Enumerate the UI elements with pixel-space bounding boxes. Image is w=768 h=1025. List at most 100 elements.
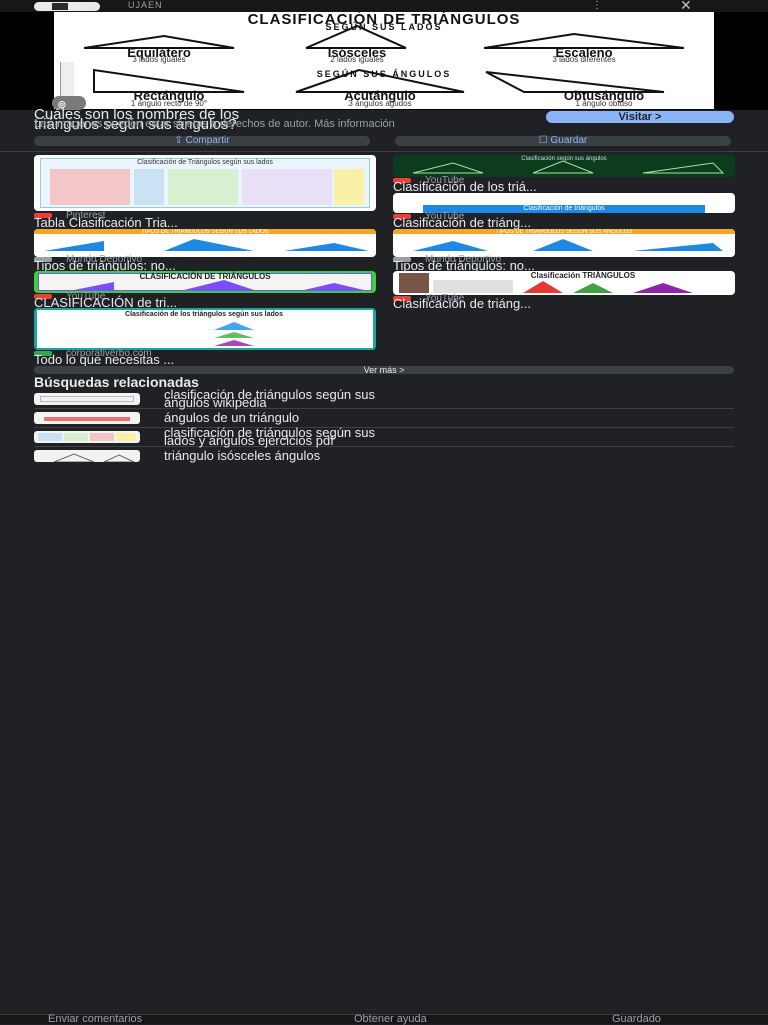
source-label: YouTube [425, 293, 465, 304]
result-source-8[interactable]: corporativerbo.com [34, 348, 152, 359]
source-label: Mundo Deportivo [66, 254, 143, 265]
result-title-6[interactable]: CLASIFICACIÓN de tri... [34, 295, 178, 310]
source-label: Pinterest [66, 210, 106, 221]
more-vert-icon[interactable]: ⋮ [592, 0, 602, 11]
thumb-5-caption: TIPOS DE TRIÁNGULOS SEGÚN SUS ÁNGULOS [495, 229, 633, 235]
desc-rectangulo: 1 ángulo recto de 90° [130, 99, 208, 108]
result-source-5[interactable]: Mundo Deportivo [393, 255, 501, 265]
send-feedback-link[interactable]: Enviar comentarios [48, 1013, 143, 1025]
label-obtusangulo: Obtusángulo [563, 88, 645, 103]
result-title-line1: Cuáles son los nombres de los [34, 106, 240, 123]
result-thumb-6[interactable]: CLASIFICACIÓN DE TRIÁNGULOS [34, 271, 376, 293]
result-title-2[interactable]: Clasificación de los triá... [393, 179, 537, 194]
thumb-1-caption: Clasificación de Triángulos según sus la… [137, 159, 273, 166]
source-label: YouTube [425, 175, 465, 186]
related-thumb [34, 450, 140, 462]
result-thumb-7[interactable]: Clasificación TRIÁNGULOS [393, 271, 735, 295]
result-title-1[interactable]: Tabla Clasificación Tria... [34, 215, 178, 230]
related-item-4[interactable]: triángulo isósceles ángulos [34, 448, 734, 466]
result-source-3[interactable]: YouTube [393, 211, 465, 222]
result-source-6[interactable]: YouTube [34, 291, 106, 302]
label-rectangulo: Rectángulo [133, 88, 205, 103]
thumb-2-shapes [412, 160, 725, 174]
thumb-6-caption: CLASIFICACIÓN DE TRIÁNGULOS [139, 272, 271, 281]
source-label: YouTube [66, 291, 106, 302]
share-button[interactable]: ⇪ Compartir [34, 136, 370, 146]
result-source-2[interactable]: YouTube [393, 175, 465, 186]
related-heading: Búsquedas relacionadas [34, 374, 199, 390]
footer-bar: Enviar comentarios Obtener ayuda Guardad… [0, 1013, 768, 1025]
visit-button[interactable]: Visitar > [546, 111, 734, 123]
result-title-line2: triángulos según sus ángulos? [34, 116, 237, 133]
lens-icon: ◎ [58, 99, 66, 109]
related-thumb [34, 393, 140, 405]
save-button[interactable]: ☐ Guardar [395, 136, 731, 146]
share-label: Compartir [185, 135, 230, 146]
related-text: ángulos de un triángulo [164, 410, 300, 425]
favicon [34, 293, 52, 299]
ruler-graphic [60, 62, 74, 106]
thumb-4-shapes [44, 239, 369, 251]
thumb-7-caption: Clasificación TRIÁNGULOS [530, 271, 636, 280]
favicon [393, 213, 411, 219]
result-thumb-2[interactable]: Clasificación según sus ángulos [393, 155, 735, 177]
preview-title: CLASIFICACIÓN DE TRIÁNGULOS [247, 12, 521, 28]
desc-equilatero: 3 lados iguales [132, 55, 186, 64]
result-title-3[interactable]: Clasificación de triáng... [393, 215, 532, 230]
result-title-5[interactable]: Tipos de triángulos: no... [393, 258, 535, 273]
thumb-2-caption: Clasificación según sus ángulos [521, 156, 607, 162]
result-title-8[interactable]: Todo lo que necesitas ... [34, 352, 175, 367]
thumb-3-caption: Clasificación de triángulos [523, 205, 605, 212]
share-icon: ⇪ [174, 135, 186, 146]
result-thumb-8[interactable]: Clasificación de los triángulos según su… [34, 308, 376, 350]
result-title-4[interactable]: Tipos de triángulos: no... [34, 258, 176, 273]
result-thumb-5[interactable]: TIPOS DE TRIÁNGULOS SEGÚN SUS ÁNGULOS [393, 229, 735, 257]
desc-obtusangulo: 1 ángulo obtuso [575, 99, 633, 108]
label-acutangulo: Acutángulo [344, 88, 416, 103]
thumb-7-shapes [523, 281, 693, 293]
result-source-7[interactable]: YouTube [393, 293, 465, 304]
thumb-5-shapes [413, 239, 723, 251]
result-thumb-1[interactable]: Clasificación de Triángulos según sus la… [34, 155, 376, 211]
result-thumb-4[interactable]: TIPOS DE TRIÁNGULOS SEGÚN SUS LADOS [34, 229, 376, 257]
related-thumb [34, 431, 140, 443]
favicon [393, 256, 411, 262]
desc-acutangulo: 3 ángulos agudos [348, 99, 412, 108]
source-name[interactable]: UJAEN [128, 0, 163, 10]
favicon [34, 350, 52, 356]
label-escaleno: Escaleno [555, 45, 613, 60]
thumb-6-shapes [74, 280, 364, 290]
related-text: triángulo isósceles ángulos [164, 448, 321, 463]
saved-link[interactable]: Guardado [612, 1013, 661, 1025]
get-help-link[interactable]: Obtener ayuda [354, 1013, 427, 1025]
source-label: corporativerbo.com [66, 348, 152, 359]
result-source-4[interactable]: Mundo Deportivo [34, 254, 143, 265]
result-title-7[interactable]: Clasificación de triáng... [393, 296, 532, 311]
result-source-1[interactable]: Pinterest [34, 210, 106, 221]
desc-isosceles: 2 lados iguales [330, 55, 384, 64]
divider [0, 151, 768, 152]
result-title[interactable]: Cuáles son los nombres de los triángulos… [34, 106, 524, 133]
see-more-button[interactable]: Ver más > [34, 366, 734, 375]
bookmark-icon: ☐ [538, 135, 551, 146]
result-thumb-3[interactable]: Clasificación de triángulos [393, 193, 735, 213]
label-isosceles: Isósceles [327, 45, 387, 60]
preview-image[interactable]: CLASIFICACIÓN DE TRIÁNGULOS SEGÚN SUS LA… [54, 12, 714, 109]
lens-badge[interactable] [52, 96, 86, 110]
favicon [34, 256, 52, 262]
related-thumb [34, 412, 140, 424]
close-icon[interactable]: ✕ [680, 0, 692, 13]
preview-subtitle-sides: SEGÚN SUS LADOS [325, 22, 443, 32]
favicon [393, 177, 411, 183]
favicon [393, 295, 411, 301]
source-label: YouTube [425, 211, 465, 222]
thumb-8-shapes [214, 322, 254, 346]
favicon [34, 212, 52, 218]
save-label: Guardar [550, 135, 588, 146]
preview-subtitle-angles: SEGÚN SUS ÁNGULOS [316, 69, 452, 79]
related-item-2[interactable]: ángulos de un triángulo [34, 410, 734, 428]
